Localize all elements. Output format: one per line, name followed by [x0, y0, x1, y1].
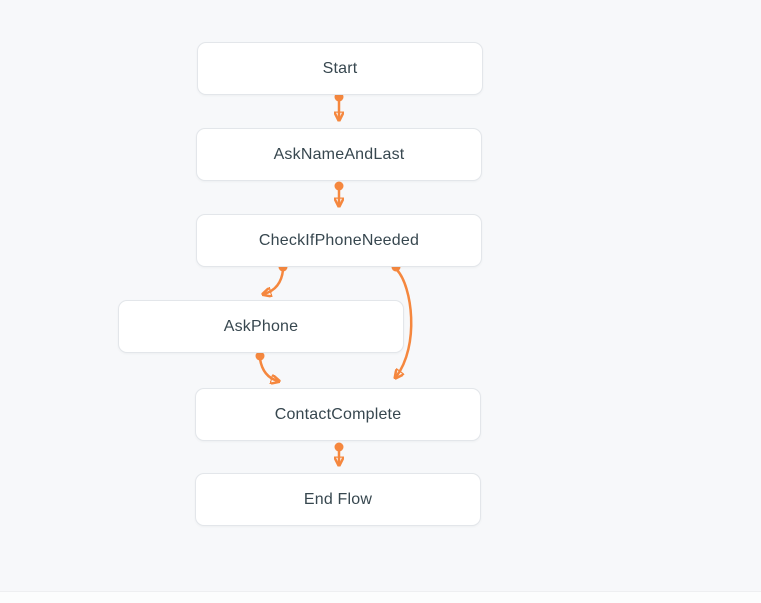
node-check-if-phone-needed-label: CheckIfPhoneNeeded [258, 231, 420, 249]
node-end-flow[interactable]: End Flow [195, 473, 481, 526]
node-ask-phone[interactable]: AskPhone [118, 300, 404, 353]
edge-asknameandlast-to-checkifphoneneeded [335, 181, 344, 206]
node-ask-name-and-last[interactable]: AskNameAndLast [196, 128, 482, 181]
horizontal-scrollbar-track[interactable] [0, 591, 761, 603]
node-contact-complete[interactable]: ContactComplete [195, 388, 481, 441]
node-start-label: Start [322, 59, 358, 77]
node-ask-name-and-last-label: AskNameAndLast [273, 145, 405, 163]
node-ask-phone-label: AskPhone [223, 317, 299, 335]
edge-start-to-asknameandlast [335, 92, 344, 120]
node-contact-complete-label: ContactComplete [274, 405, 402, 423]
edge-contactcomplete-to-endflow [335, 442, 344, 465]
node-check-if-phone-needed[interactable]: CheckIfPhoneNeeded [196, 214, 482, 267]
node-start[interactable]: Start [197, 42, 483, 95]
edge-askphone-to-contactcomplete [255, 351, 279, 382]
edge-checkifphoneneeded-to-askphone [264, 262, 288, 295]
node-end-flow-label: End Flow [303, 490, 373, 508]
